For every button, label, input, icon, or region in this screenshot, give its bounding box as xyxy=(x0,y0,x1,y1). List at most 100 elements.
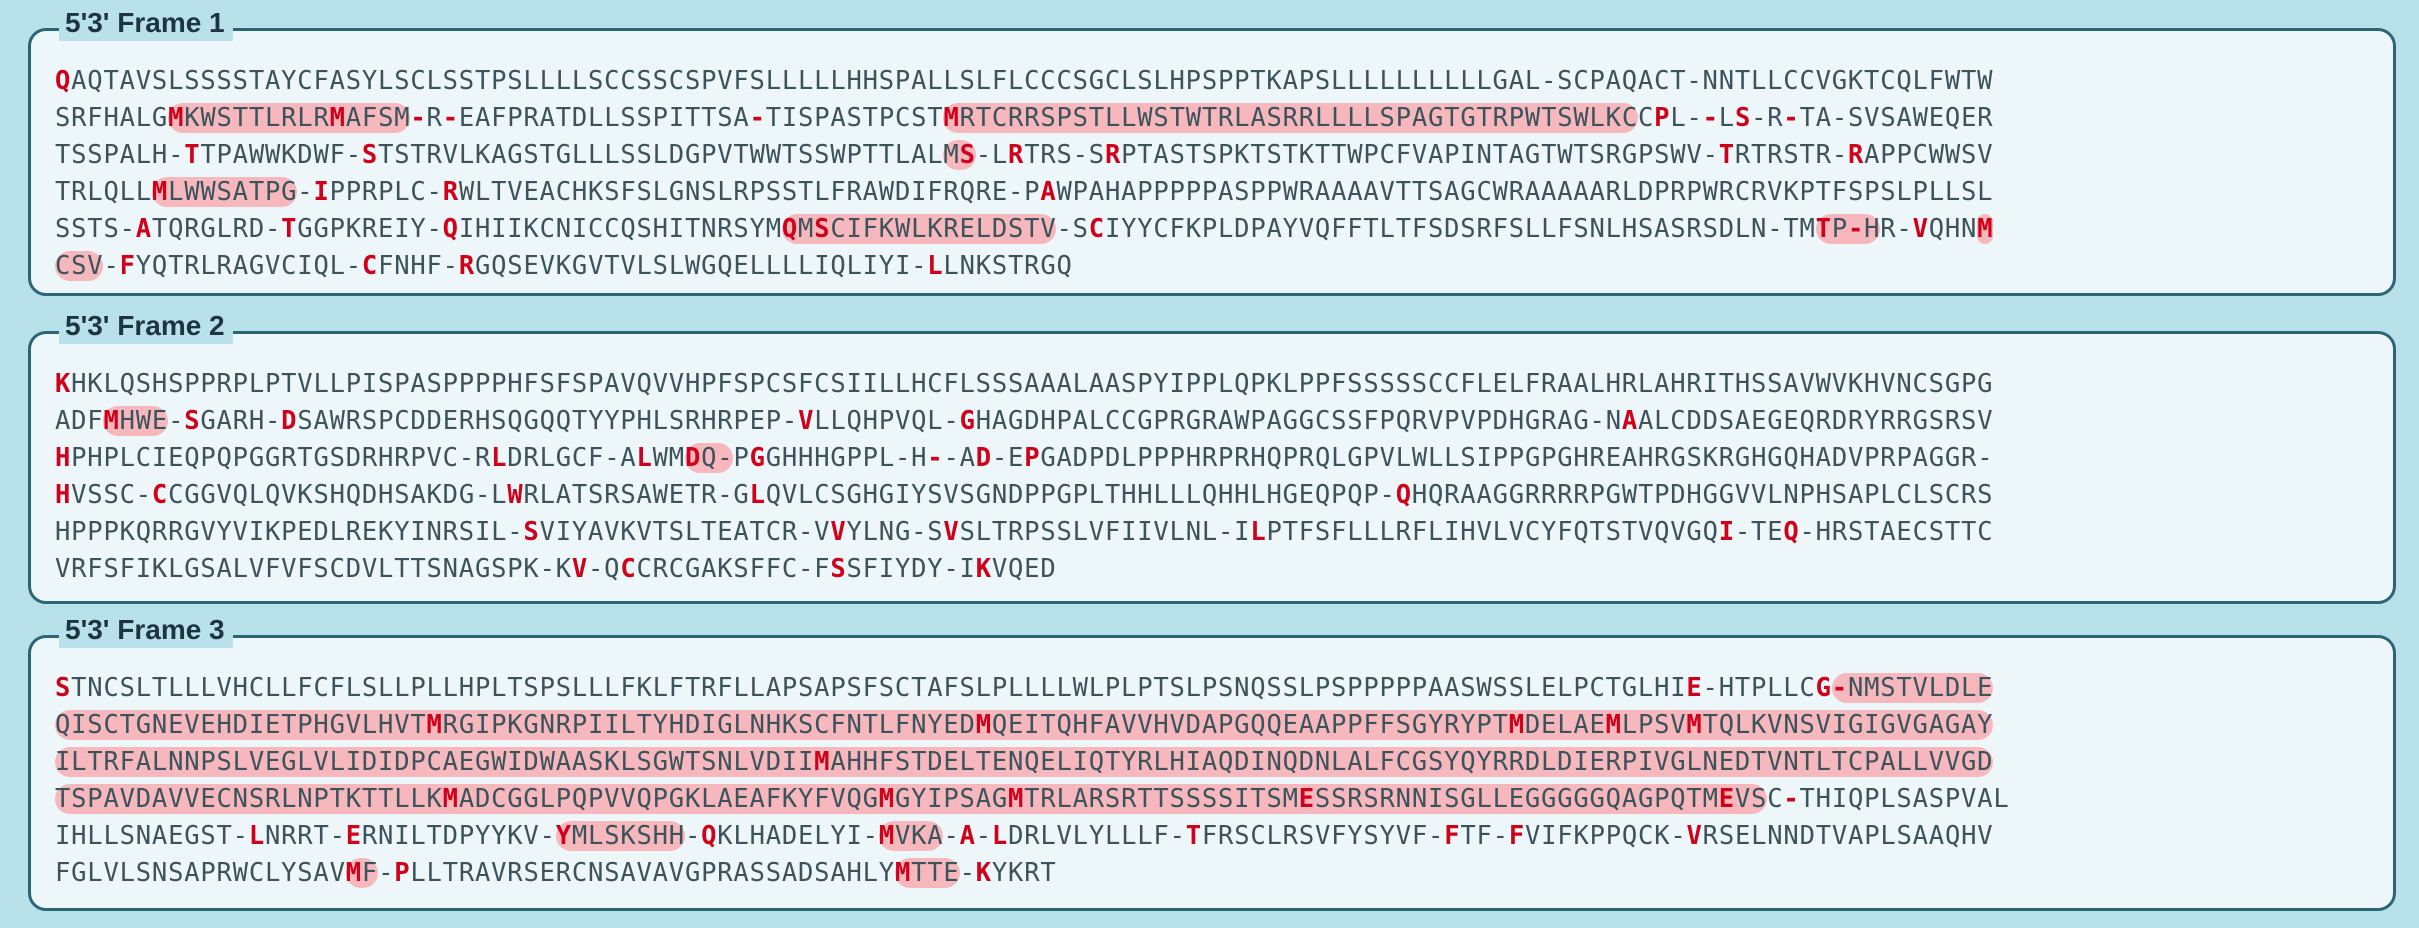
residue-marker: C xyxy=(1088,214,1105,244)
residue-marker: M xyxy=(1508,710,1525,740)
orf-highlight: MLWWSATPG xyxy=(151,177,298,207)
sequence-segment: TSSPALH-TTPAWWKDWF-STSTRVLKAGSTGLLLSSLDG… xyxy=(55,140,944,170)
residue-marker: M xyxy=(814,747,831,777)
residue-marker: T xyxy=(1815,214,1832,244)
sequence-segment: QAQTAVSLSSSSTAYCFASYLSCLSSTPSLLLLSCCSSCS… xyxy=(55,66,1994,96)
residue-marker: T xyxy=(184,140,201,170)
sequence-line: FGLVLSNSAPRWCLYSAVMF-PLLTRAVRSERCNSAVAVG… xyxy=(55,855,2375,892)
residue-marker: H xyxy=(55,480,72,510)
orf-highlight: MF xyxy=(345,858,379,888)
sequence-segment: TRLQLL xyxy=(55,177,152,207)
orf-highlight: MS xyxy=(943,140,976,170)
residue-marker: M xyxy=(1977,214,1994,244)
residue-marker: M xyxy=(442,784,459,814)
residue-marker: R xyxy=(458,251,475,281)
sequence-segment: IHLLSNAEGST-LNRRT-ERNILTDPYYKV- xyxy=(55,821,556,851)
residue-marker: M xyxy=(329,103,346,133)
orf-highlight: MKWSTTLRLRMAFSM xyxy=(168,103,411,133)
residue-marker: D xyxy=(684,443,702,473)
orf-highlight: CSV xyxy=(55,251,104,281)
residue-marker: M xyxy=(975,710,992,740)
residue-marker: - xyxy=(927,443,944,473)
orf-highlight: QMSCIFKWLKRELDSTV xyxy=(781,214,1057,244)
orf-highlight: MHWE xyxy=(103,406,169,436)
orf-highlight: TP-H xyxy=(1815,214,1881,244)
sequence-line: QISCTGNEVEHDIETPHGVLHVTMRGIPKGNRPIILTYHD… xyxy=(55,707,2375,744)
residue-marker: P xyxy=(394,858,411,888)
sequence-segment: -PLLTRAVRSERCNSAVAVGPRASSADSAHLY xyxy=(378,858,895,888)
residue-marker: E xyxy=(1718,784,1735,814)
residue-marker: - xyxy=(1702,103,1719,133)
residue-marker: D xyxy=(975,443,992,473)
residue-marker: F xyxy=(1508,821,1525,851)
sequence-segment: SRFHALG xyxy=(55,103,169,133)
orf-highlight: -NMSTVLDLE xyxy=(1831,673,1994,703)
residue-marker: Q xyxy=(55,66,72,96)
residue-marker: M xyxy=(345,858,362,888)
residue-marker: - xyxy=(749,103,766,133)
sequence-segment: ADF xyxy=(55,406,104,436)
residue-marker: L xyxy=(749,480,766,510)
sequence-segment: HVSSC-CCGGVQLQVKSHQDHSAKDG-LWRLATSRSAWET… xyxy=(55,480,1994,510)
residue-marker: A xyxy=(1040,177,1057,207)
sequence-line: QAQTAVSLSSSSTAYCFASYLSCLSSTPSLLLLSCCSSCS… xyxy=(55,63,2375,100)
sequence-segment: R-VQHN xyxy=(1880,214,1978,244)
sequence-segment: KHKLQSHSPPRPLPTVLLPISPASPPPPHFSFSPAVQVVH… xyxy=(55,369,1994,399)
residue-marker: L xyxy=(248,821,265,851)
residue-marker: P xyxy=(1024,443,1041,473)
residue-marker: M xyxy=(426,710,443,740)
residue-marker: - xyxy=(1831,673,1848,703)
orf-highlight: MTTE xyxy=(894,858,960,888)
residue-marker: D xyxy=(281,406,298,436)
sequence-segment: -A-LDRLVLYLLLF-TFRSCLRSVFYSYVF-FTF-FVIFK… xyxy=(943,821,1994,851)
residue-marker: K xyxy=(975,858,992,888)
sequence-line: ILTRFALNNPSLVEGLVLIDIDPCAEGWIDWAASKLSGWT… xyxy=(55,744,2375,781)
frame-1-sequence: QAQTAVSLSSSSTAYCFASYLSCLSSTPSLLLLSCCSSCS… xyxy=(55,63,2375,285)
residue-marker: - xyxy=(1847,214,1865,244)
frame-1-title: 5'3' Frame 1 xyxy=(59,5,233,41)
residue-marker: F xyxy=(1444,821,1461,851)
residue-marker: - xyxy=(442,103,459,133)
sequence-line: SRFHALGMKWSTTLRLRMAFSM-R-EAFPRATDLLSSPIT… xyxy=(55,100,2375,137)
residue-marker: T xyxy=(281,214,298,244)
residue-marker: A xyxy=(135,214,152,244)
orf-highlight: YMLSKSHH xyxy=(555,821,685,851)
residue-marker: S xyxy=(959,140,976,170)
residue-marker: A xyxy=(1621,406,1638,436)
orf-highlight: ILTRFALNNPSLVEGLVLIDIDPCAEGWIDWAASKLSGWT… xyxy=(55,747,1994,777)
sequence-line: VRFSFIKLGSALVFVFSCDVLTTSNAGSPK-KV-QCCRCG… xyxy=(55,551,2375,588)
frame-1-panel: 5'3' Frame 1 QAQTAVSLSSSSTAYCFASYLSCLSST… xyxy=(28,5,2396,296)
residue-marker: S xyxy=(184,406,201,436)
sequence-line: HVSSC-CCGGVQLQVKSHQDHSAKDG-LWRLATSRSAWET… xyxy=(55,477,2375,514)
residue-marker: S xyxy=(1734,103,1752,133)
residue-marker: M xyxy=(878,821,895,851)
residue-marker: M xyxy=(943,103,960,133)
sequence-segment: HPPPKQRRGVYVIKPEDLREKYINRSIL-SVIYAVKVTSL… xyxy=(55,517,1994,547)
sequence-segment: VRFSFIKLGSALVFVFSCDVLTTSNAGSPK-KV-QCCRCG… xyxy=(55,554,1057,584)
residue-marker: F xyxy=(119,251,136,281)
residue-marker: - xyxy=(410,103,427,133)
residue-marker: L xyxy=(991,821,1009,851)
residue-marker: R xyxy=(442,177,459,207)
frame-3-panel: 5'3' Frame 3 STNCSLTLLLVHCLLFCFLSLLPLLHP… xyxy=(28,612,2396,911)
residue-marker: E xyxy=(1298,784,1315,814)
sequence-segment: FGLVLSNSAPRWCLYSAV xyxy=(55,858,346,888)
residue-marker: M xyxy=(878,784,895,814)
sequence-segment: PGGHHHGPPL-H--AD-EPGADPDLPPPHRPRHQPRQLGP… xyxy=(733,443,1994,473)
sequence-line: HPPPKQRRGVYVIKPEDLREKYINRSIL-SVIYAVKVTSL… xyxy=(55,514,2375,551)
residue-marker: G xyxy=(749,443,766,473)
residue-marker: R xyxy=(1104,140,1122,170)
sequence-segment: -SGARH-DSAWRSPCDDERHSQGQQTYYPHLSRHRPEP-V… xyxy=(168,406,1994,436)
residue-marker: A xyxy=(959,821,976,851)
residue-marker: S xyxy=(523,517,540,547)
residue-marker: Q xyxy=(701,821,718,851)
frame-3-title: 5'3' Frame 3 xyxy=(59,612,233,648)
residue-marker: M xyxy=(894,858,912,888)
residue-marker: C xyxy=(151,480,169,510)
residue-marker: V xyxy=(1686,821,1703,851)
residue-marker: I xyxy=(313,177,330,207)
residue-marker: M xyxy=(1605,710,1622,740)
residue-marker: H xyxy=(55,443,72,473)
sequence-segment: C-THIQPLSASPVAL xyxy=(1767,784,2010,814)
residue-marker: - xyxy=(1783,784,1800,814)
